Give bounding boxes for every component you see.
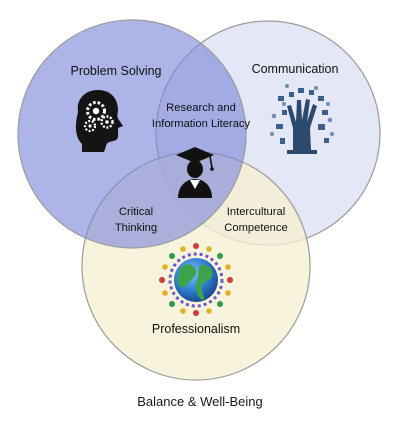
label-critical-line1: Critical bbox=[119, 206, 153, 218]
tech-tree-icon bbox=[270, 84, 334, 154]
label-problem-solving: Problem Solving bbox=[70, 64, 161, 78]
label-critical-line2: Thinking bbox=[115, 222, 157, 234]
label-communication: Communication bbox=[252, 62, 339, 76]
graduate-icon bbox=[176, 147, 214, 198]
label-professionalism: Professionalism bbox=[152, 322, 240, 336]
label-intercultural-line2: Competence bbox=[224, 222, 287, 234]
head-gears-icon bbox=[75, 90, 123, 152]
footer-caption: Balance & Well-Being bbox=[137, 394, 263, 409]
globe-people-icon bbox=[159, 243, 233, 316]
label-intercultural-line1: Intercultural bbox=[227, 206, 285, 218]
label-research-line1: Research and bbox=[166, 102, 236, 114]
label-research-line2: Information Literacy bbox=[152, 118, 251, 130]
